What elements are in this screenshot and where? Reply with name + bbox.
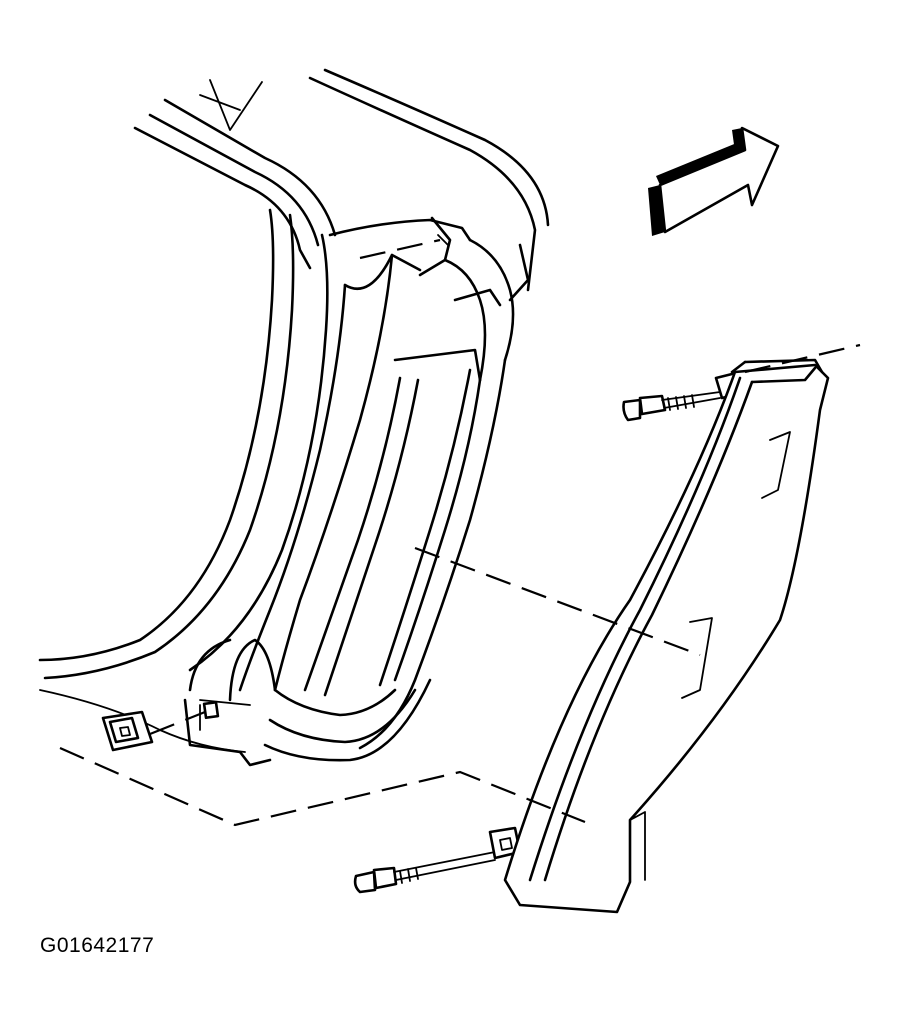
alignment-lines — [59, 238, 861, 827]
lower-bolt — [353, 826, 522, 894]
forward-arrow-icon — [648, 126, 780, 236]
figure-code-label: G01642177 — [40, 934, 155, 957]
door-opening-frame — [38, 208, 329, 753]
b-pillar-body — [183, 216, 530, 767]
pillar-trim-panel — [503, 358, 830, 914]
roof-header-edge — [133, 68, 550, 292]
lower-clip — [101, 700, 220, 752]
